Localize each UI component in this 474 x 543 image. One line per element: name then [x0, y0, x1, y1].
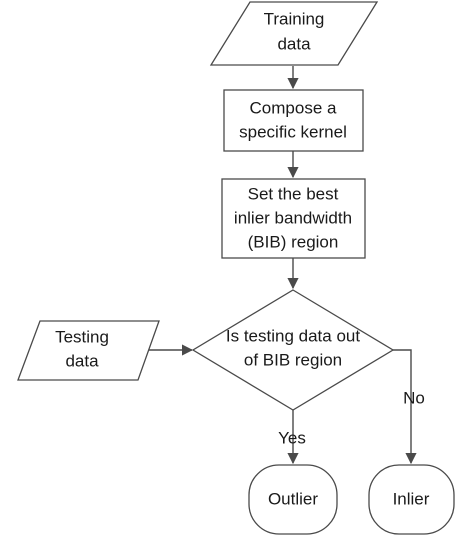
- node-testing-data-line-1: Testing: [55, 327, 109, 346]
- node-outlier-label: Outlier: [268, 489, 318, 508]
- node-compose-kernel: Compose a specific kernel: [223, 89, 364, 152]
- node-training-data: Training data: [209, 1, 379, 66]
- node-set-bib-line-3: (BIB) region: [248, 232, 339, 251]
- node-training-data-line-2: data: [277, 34, 311, 53]
- node-outlier: Outlier: [248, 464, 338, 535]
- edge-decision-no-to-inlier: [393, 349, 417, 465]
- node-training-data-line-1: Training: [264, 9, 325, 28]
- node-inlier-label: Inlier: [393, 489, 430, 508]
- edge-label-yes: Yes: [278, 428, 306, 447]
- node-compose-kernel-line-2: specific kernel: [239, 122, 347, 141]
- node-set-bib: Set the best inlier bandwidth (BIB) regi…: [221, 178, 366, 259]
- node-decision-line-2: of BIB region: [244, 350, 342, 369]
- node-testing-data: Testing data: [17, 320, 160, 381]
- edge-label-no: No: [403, 388, 425, 407]
- node-inlier: Inlier: [368, 464, 455, 535]
- node-decision-line-1: Is testing data out: [226, 326, 360, 345]
- node-decision: Is testing data out of BIB region: [191, 289, 395, 411]
- node-testing-data-line-2: data: [65, 351, 99, 370]
- node-compose-kernel-line-1: Compose a: [250, 98, 337, 117]
- node-set-bib-line-2: inlier bandwidth: [234, 208, 352, 227]
- node-set-bib-line-1: Set the best: [248, 184, 339, 203]
